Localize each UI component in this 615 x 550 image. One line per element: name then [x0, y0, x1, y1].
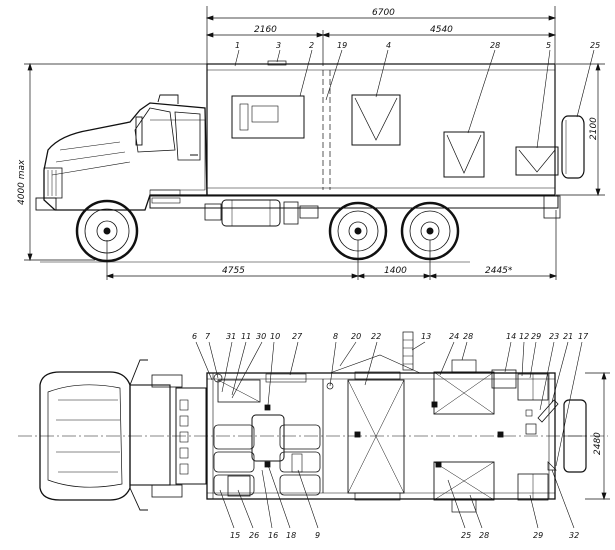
callout-leaders-top — [195, 341, 583, 529]
dim-width: 2480 — [593, 432, 603, 455]
callout-label: 11 — [241, 332, 251, 341]
callout-label: 12 — [519, 332, 529, 341]
callout-label: 28 — [490, 41, 500, 50]
dim-front-section: 2160 — [254, 25, 277, 35]
central-compartment — [329, 331, 421, 501]
callouts-side: 1 3 2 19 4 28 5 25 — [235, 41, 600, 50]
roof-hatches — [354, 359, 504, 513]
callout-label: 5 — [546, 41, 551, 50]
dim-rear-overhang: 2445* — [485, 266, 513, 276]
dimension-lines-bottom — [105, 210, 558, 280]
callout-label: 28 — [479, 531, 489, 540]
callout-label: 25 — [461, 531, 471, 540]
callout-label: 8 — [333, 332, 338, 341]
cab-top — [39, 359, 207, 511]
callout-label: 26 — [249, 531, 259, 540]
callout-label: 18 — [286, 531, 296, 540]
dim-front-to-axle: 4755 — [222, 266, 245, 276]
callout-label: 24 — [449, 332, 459, 341]
callout-label: 23 — [549, 332, 559, 341]
dimension-height — [24, 62, 210, 262]
callout-label: 2 — [309, 41, 314, 50]
dimension-width — [585, 371, 610, 501]
callout-label: 6 — [192, 332, 197, 341]
spare-wheel — [561, 115, 585, 179]
seats-front — [213, 379, 321, 497]
callout-label: 29 — [531, 332, 541, 341]
truck-cab — [35, 94, 208, 211]
rear-equipment — [213, 369, 559, 501]
callout-label: 1 — [235, 41, 240, 50]
spare-wheel-top — [563, 399, 587, 473]
top-view: 2480 — [18, 331, 610, 540]
callout-label: 32 — [569, 531, 579, 540]
dim-overall-length: 6700 — [372, 8, 395, 18]
callout-label: 15 — [230, 531, 240, 540]
dim-height-max: 4000 max — [17, 159, 27, 205]
callout-label: 21 — [563, 332, 573, 341]
callout-label: 16 — [268, 531, 278, 540]
callout-label: 17 — [578, 332, 589, 341]
chassis — [149, 195, 561, 227]
callouts-top-row: 6 7 31 11 30 10 27 8 20 22 13 24 28 14 1… — [192, 332, 589, 341]
callout-label: 28 — [463, 332, 473, 341]
dimension-body-height — [556, 62, 605, 197]
callout-label: 27 — [292, 332, 303, 341]
callout-label: 30 — [256, 332, 266, 341]
callout-label: 4 — [386, 41, 391, 50]
callout-leaders-side — [234, 49, 595, 149]
callout-label: 9 — [315, 531, 320, 540]
callout-label: 19 — [337, 41, 347, 50]
callout-label: 31 — [226, 332, 236, 341]
callouts-bottom-row: 15 26 16 18 9 25 28 29 32 — [230, 531, 579, 540]
dim-rear-section: 4540 — [430, 25, 453, 35]
callout-label: 13 — [421, 332, 431, 341]
callout-label: 3 — [276, 41, 281, 50]
side-view: 6700 2160 4540 4000 max 2100 — [17, 6, 605, 280]
dimension-lines-top — [205, 6, 557, 195]
van-body — [206, 60, 559, 196]
callout-label: 29 — [533, 531, 543, 540]
callout-label: 20 — [351, 332, 361, 341]
callout-label: 14 — [506, 332, 516, 341]
callout-label: 7 — [205, 332, 211, 341]
callout-label: 25 — [590, 41, 600, 50]
callout-label: 22 — [371, 332, 381, 341]
dim-axle-spacing: 1400 — [384, 266, 407, 276]
dim-body-height: 2100 — [589, 117, 599, 140]
callout-label: 10 — [270, 332, 280, 341]
